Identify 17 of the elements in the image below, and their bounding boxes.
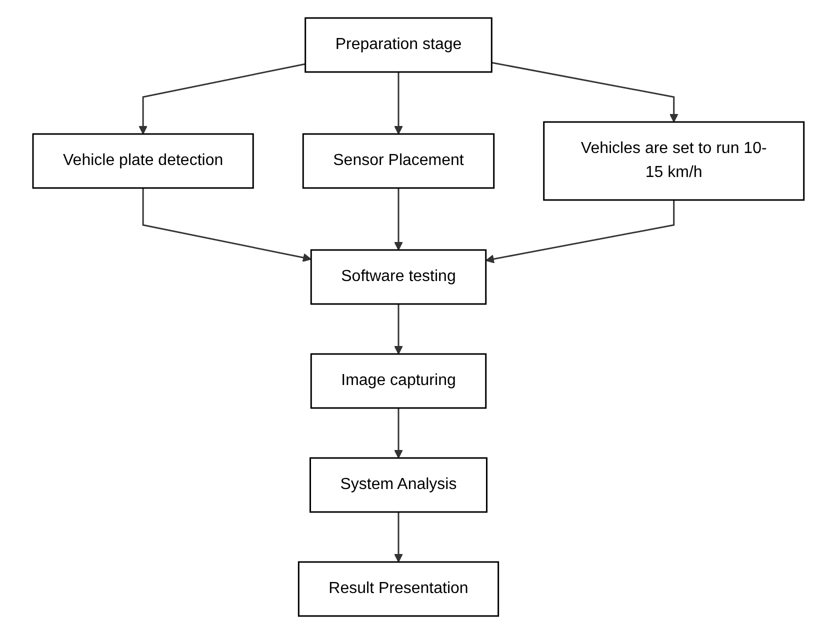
arrow — [485, 200, 674, 263]
node-box: Result Presentation — [297, 560, 499, 616]
arrow — [394, 188, 402, 250]
node-box: Preparation stage — [304, 16, 492, 72]
arrow — [394, 72, 402, 134]
node-box: System Analysis — [309, 456, 488, 512]
node-box: Vehicle plate detection — [32, 132, 254, 188]
arrow — [394, 408, 402, 458]
node-box: Software testing — [310, 248, 486, 304]
node-box: Sensor Placement — [302, 132, 494, 188]
arrow — [138, 62, 306, 134]
arrow — [142, 188, 312, 262]
arrow — [394, 512, 402, 562]
node-box: Vehicles are set to run 10-15 km/h — [542, 120, 804, 200]
arrow — [491, 61, 678, 122]
arrow — [394, 304, 402, 354]
node-box: Image capturing — [310, 352, 486, 408]
